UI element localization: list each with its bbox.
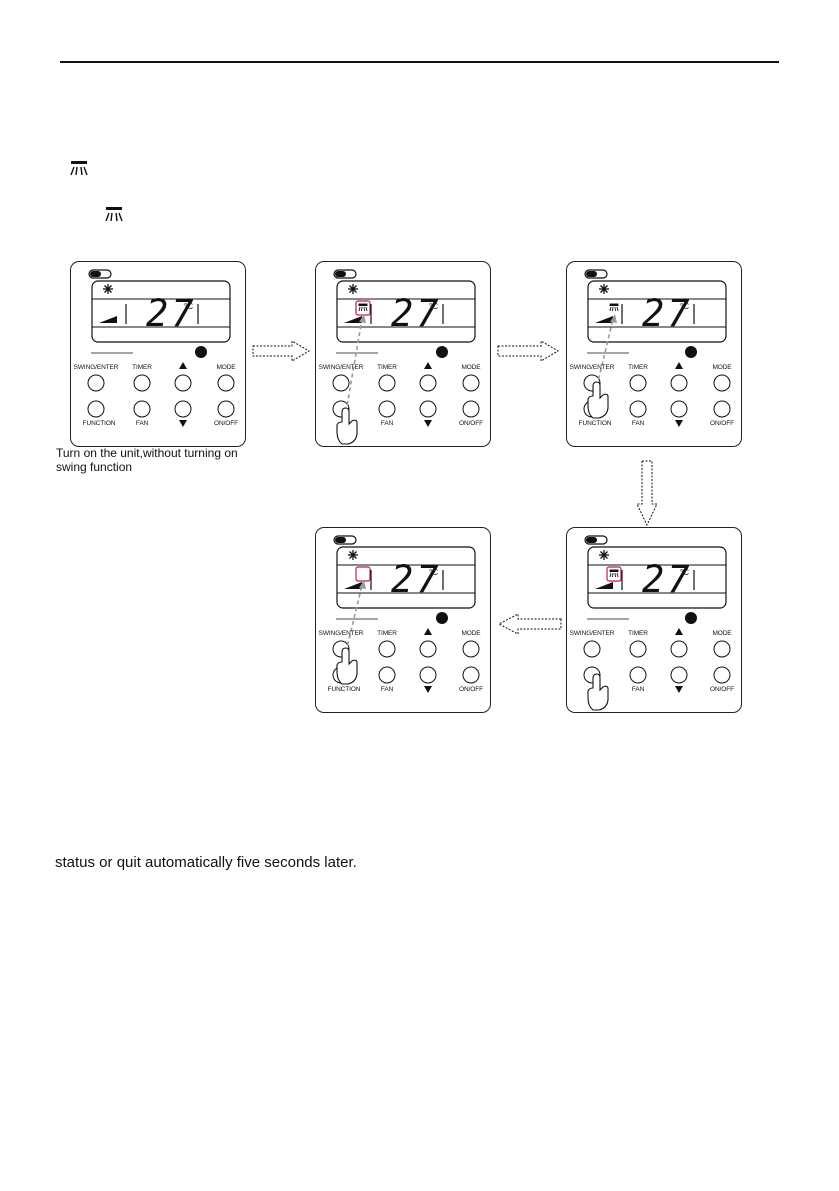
- fan-label: FAN: [631, 420, 645, 427]
- remote-step-3: 27 °C SWING/ENTER TIMER MODE FUNCTION FA…: [566, 261, 742, 447]
- swing-enter-label: SWING/ENTER: [318, 630, 364, 637]
- temperature-unit: °C: [184, 302, 193, 311]
- swing-enter-label: SWING/ENTER: [569, 630, 615, 637]
- remote-step-4: 27 °C SWING/ENTER TIMER MODE FAN ON/OFF: [566, 527, 742, 713]
- remote-step-2: 27 °C SWING/ENTER TIMER MODE FAN ON/OFF: [315, 261, 491, 447]
- mode-label: MODE: [461, 630, 481, 637]
- fan-label: FAN: [380, 686, 394, 693]
- swing-enter-label: SWING/ENTER: [569, 364, 615, 371]
- flow-arrow-down-icon: [636, 460, 658, 526]
- temperature-value: 27: [391, 292, 442, 335]
- temperature-value: 27: [146, 292, 197, 335]
- temperature-unit: °C: [680, 568, 689, 577]
- flow-arrow-right-icon: [497, 340, 559, 362]
- mode-label: MODE: [712, 630, 732, 637]
- up-arrow-icon: [179, 362, 187, 369]
- mode-label: MODE: [461, 364, 481, 371]
- timer-label: TIMER: [377, 364, 397, 371]
- fan-label: FAN: [631, 686, 645, 693]
- flow-arrow-right-icon: [252, 340, 310, 362]
- onoff-label: ON/OFF: [710, 686, 734, 693]
- temperature-unit: °C: [680, 302, 689, 311]
- fan-label: FAN: [135, 420, 149, 427]
- function-label: FUNCTION: [82, 420, 116, 427]
- down-arrow-icon: [179, 420, 187, 427]
- swing-symbol-icon: [105, 207, 123, 222]
- temperature-value: 27: [391, 558, 442, 601]
- timer-label: TIMER: [132, 364, 152, 371]
- function-label: FUNCTION: [578, 420, 612, 427]
- mode-label: MODE: [712, 364, 732, 371]
- mode-label: MODE: [216, 364, 236, 371]
- onoff-label: ON/OFF: [710, 420, 734, 427]
- timer-label: TIMER: [628, 630, 648, 637]
- swing-enter-label: SWING/ENTER: [73, 364, 119, 371]
- temperature-unit: °C: [429, 302, 438, 311]
- timer-label: TIMER: [628, 364, 648, 371]
- function-label: FUNCTION: [327, 686, 361, 693]
- remote-step-5: 27 °C SWING/ENTER TIMER MODE FUNCTION FA…: [315, 527, 491, 713]
- onoff-label: ON/OFF: [214, 420, 238, 427]
- header-rule: [60, 61, 779, 63]
- fan-label: FAN: [380, 420, 394, 427]
- swing-enter-label: SWING/ENTER: [318, 364, 364, 371]
- onoff-label: ON/OFF: [459, 686, 483, 693]
- footer-text: status or quit automatically five second…: [55, 854, 357, 871]
- temperature-value: 27: [642, 558, 693, 601]
- onoff-label: ON/OFF: [459, 420, 483, 427]
- swing-symbol-icon: [70, 161, 88, 176]
- remote-step-1: 27 °C SWING/ENTER TIMER MODE FUNCTION FA…: [70, 261, 246, 447]
- flow-arrow-left-icon: [498, 613, 562, 635]
- timer-label: TIMER: [377, 630, 397, 637]
- temperature-value: 27: [642, 292, 693, 335]
- step-caption: Turn on the unit,without turning on swin…: [56, 446, 238, 474]
- temperature-unit: °C: [429, 568, 438, 577]
